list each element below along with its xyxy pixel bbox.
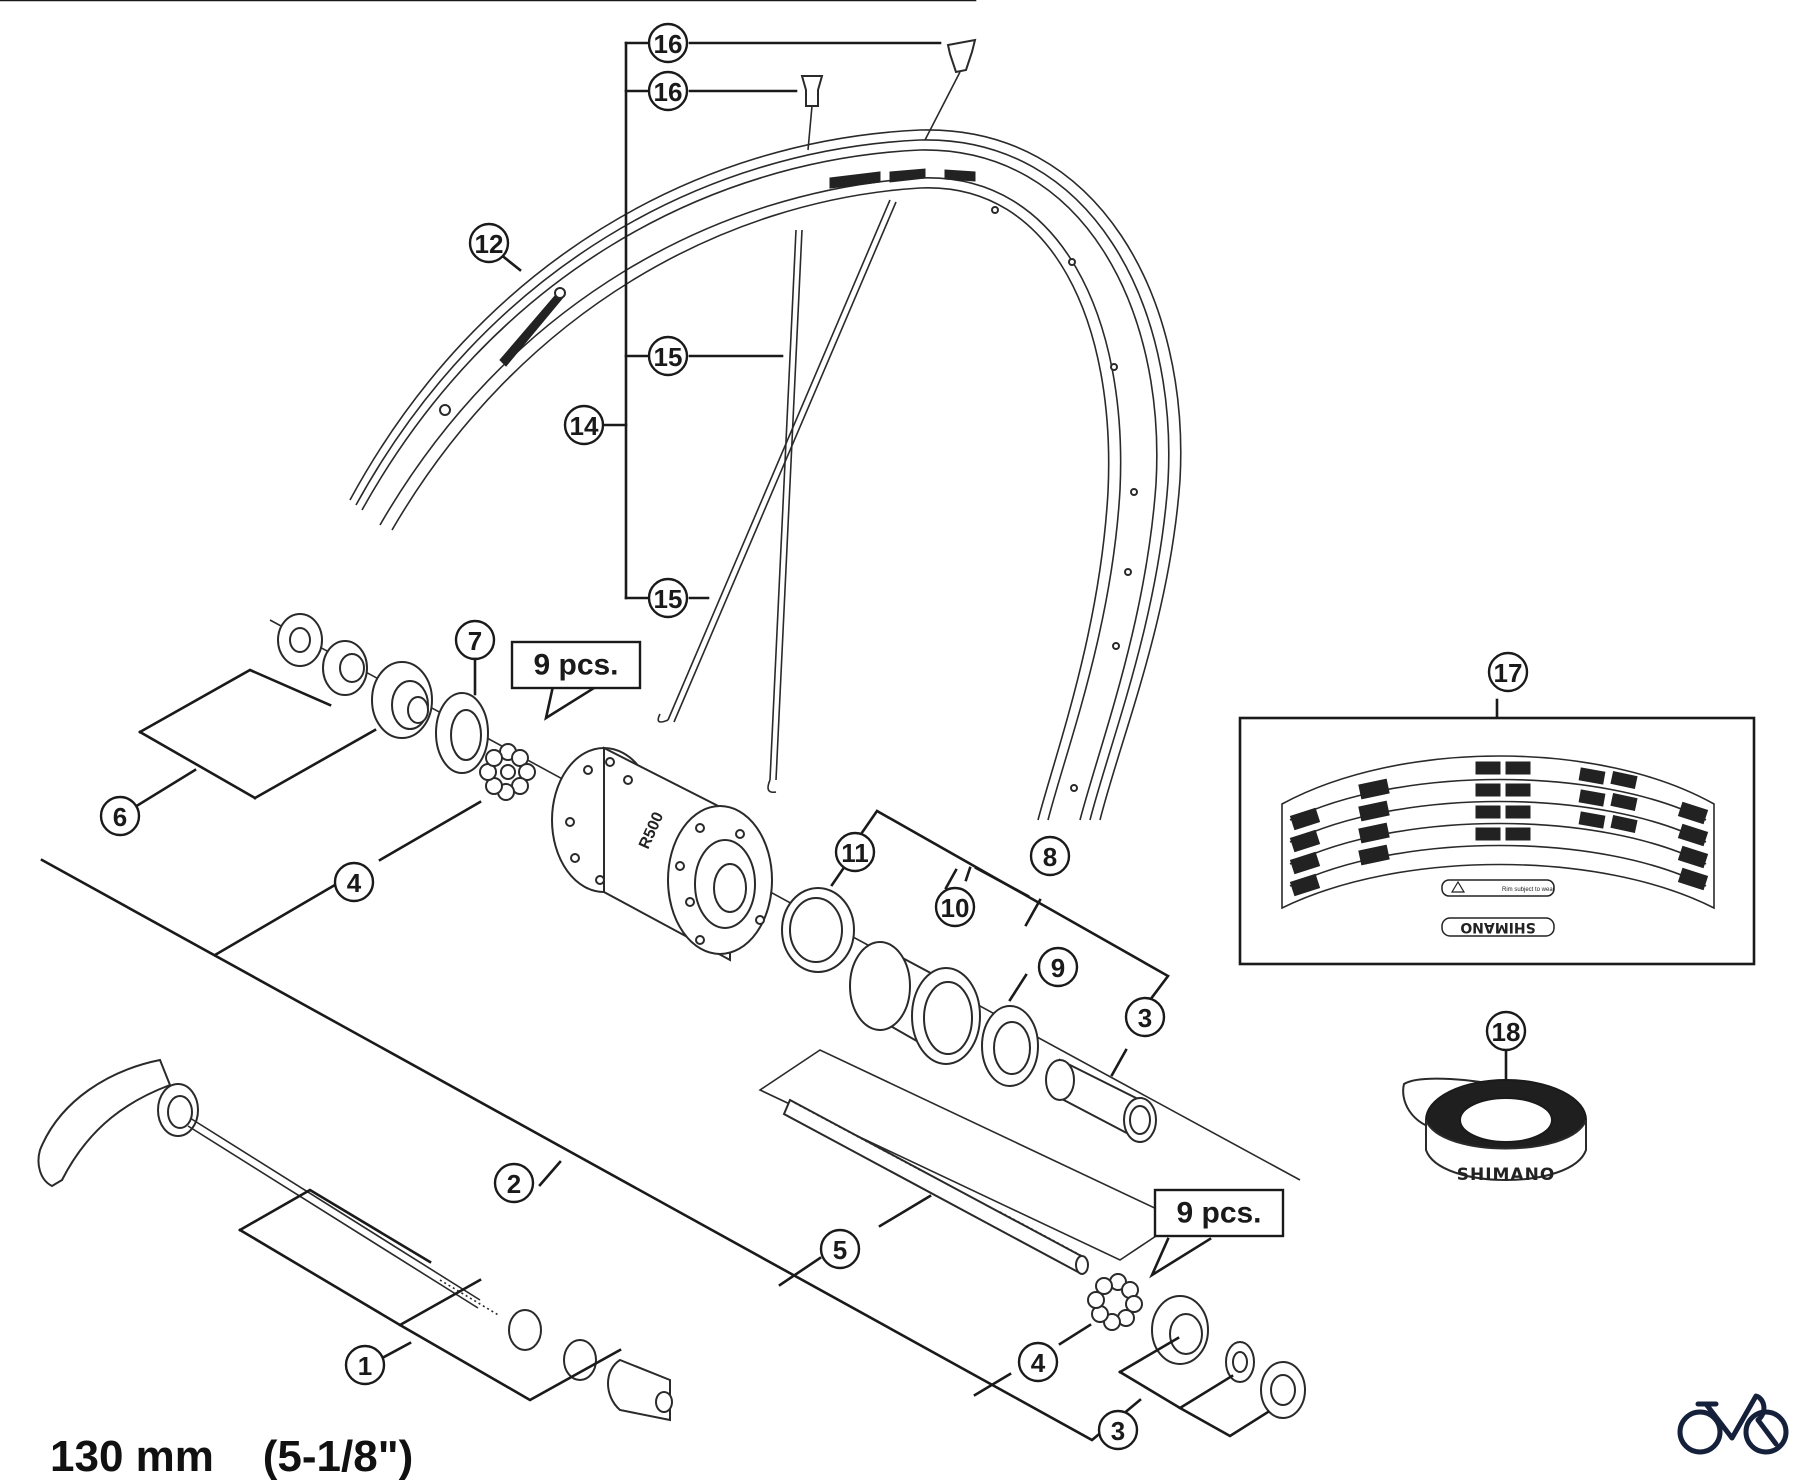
callout-16-lower: 16	[647, 70, 689, 112]
lock-nut-left	[277, 613, 323, 667]
svg-text:14: 14	[570, 411, 599, 441]
axle-box-outline	[758, 1049, 1182, 1261]
qty-pointer-right	[1149, 1237, 1212, 1279]
callout-1: 1	[344, 1344, 386, 1386]
callout-11: 10	[934, 886, 976, 928]
freehub-body	[849, 941, 981, 1065]
svg-text:6: 6	[113, 802, 127, 832]
callout-13: 12	[468, 222, 510, 264]
bracket-spoke-assembly	[603, 41, 942, 600]
svg-text:15: 15	[654, 584, 683, 614]
callout-12: 11	[834, 831, 876, 873]
svg-text:8: 8	[1043, 842, 1057, 872]
svg-text:3: 3	[1111, 1416, 1125, 1446]
rim	[349, 129, 1182, 821]
svg-text:16: 16	[654, 77, 683, 107]
svg-text:7: 7	[468, 626, 482, 656]
bicycle-logo-icon	[1677, 1393, 1789, 1455]
lock-nut-right	[1260, 1361, 1306, 1419]
callout-2: 2	[493, 1162, 535, 1204]
quick-release-skewer	[37, 1058, 673, 1422]
callout-10: 9	[1037, 946, 1079, 988]
steel-balls-left	[479, 743, 536, 801]
svg-text:18: 18	[1492, 1017, 1521, 1047]
hub-shell: R500	[551, 746, 773, 962]
svg-text:16: 16	[654, 29, 683, 59]
callout-4-left: 4	[333, 861, 375, 903]
callout-7: 7	[454, 619, 496, 661]
callout-14: 14	[563, 404, 605, 446]
callout-5: 5	[819, 1228, 861, 1270]
svg-text:5: 5	[833, 1235, 847, 1265]
freehub-washer	[981, 1005, 1039, 1087]
cone-left	[371, 661, 433, 739]
callout-17: 17	[1487, 651, 1529, 693]
washer-right	[1225, 1341, 1255, 1383]
cone-right	[1151, 1295, 1209, 1365]
quantity-label-right: 9 pcs.	[1153, 1188, 1285, 1238]
svg-text:3: 3	[1138, 1003, 1152, 1033]
freehub-body-fixing-bolt	[1045, 1058, 1157, 1143]
dust-cap	[435, 692, 489, 774]
callout-4-right: 4	[1017, 1341, 1059, 1383]
spoke-nipple-upper	[924, 38, 977, 141]
decal-brand: SHIMANO	[1460, 919, 1535, 935]
callout-8: 8	[1029, 835, 1071, 877]
svg-text:12: 12	[475, 229, 504, 259]
svg-text:15: 15	[654, 342, 683, 372]
quantity-label-left: 9 pcs.	[510, 640, 642, 690]
callout-9: 3	[1124, 996, 1166, 1038]
rim-tape: SHIMANO	[1402, 1048, 1587, 1185]
rim-tape-brand: SHIMANO	[1457, 1165, 1556, 1185]
hub-axle	[782, 1098, 1089, 1275]
svg-text:4: 4	[347, 868, 362, 898]
freehub-spacer	[781, 887, 855, 973]
spoke-nipple-lower	[800, 75, 824, 151]
callout-6: 6	[99, 795, 141, 837]
callout-15-lower: 15	[647, 577, 689, 619]
callout-3: 3	[1097, 1409, 1139, 1451]
svg-text:10: 10	[941, 893, 970, 923]
svg-text:9: 9	[1051, 953, 1065, 983]
spacer-left	[322, 640, 368, 696]
callout-15-upper: 15	[647, 335, 689, 377]
svg-text:2: 2	[507, 1169, 521, 1199]
callout-16-upper: 16	[647, 22, 689, 64]
decal-notice: Rim subject to wear	[1502, 887, 1555, 893]
callout-18: 18	[1485, 1010, 1527, 1052]
spokes	[657, 199, 897, 794]
svg-text:11: 11	[841, 838, 869, 868]
svg-text:9 pcs.: 9 pcs.	[1176, 1197, 1261, 1230]
dimension-label: 130 mm (5-1/8")	[50, 1432, 414, 1481]
rim-decal-set: Rim subject to wear SHIMANO	[1238, 698, 1756, 966]
svg-text:1: 1	[358, 1351, 372, 1381]
svg-text:17: 17	[1494, 658, 1523, 688]
svg-text:9 pcs.: 9 pcs.	[533, 649, 618, 682]
svg-text:4: 4	[1031, 1348, 1046, 1378]
steel-balls-right	[1087, 1273, 1143, 1331]
